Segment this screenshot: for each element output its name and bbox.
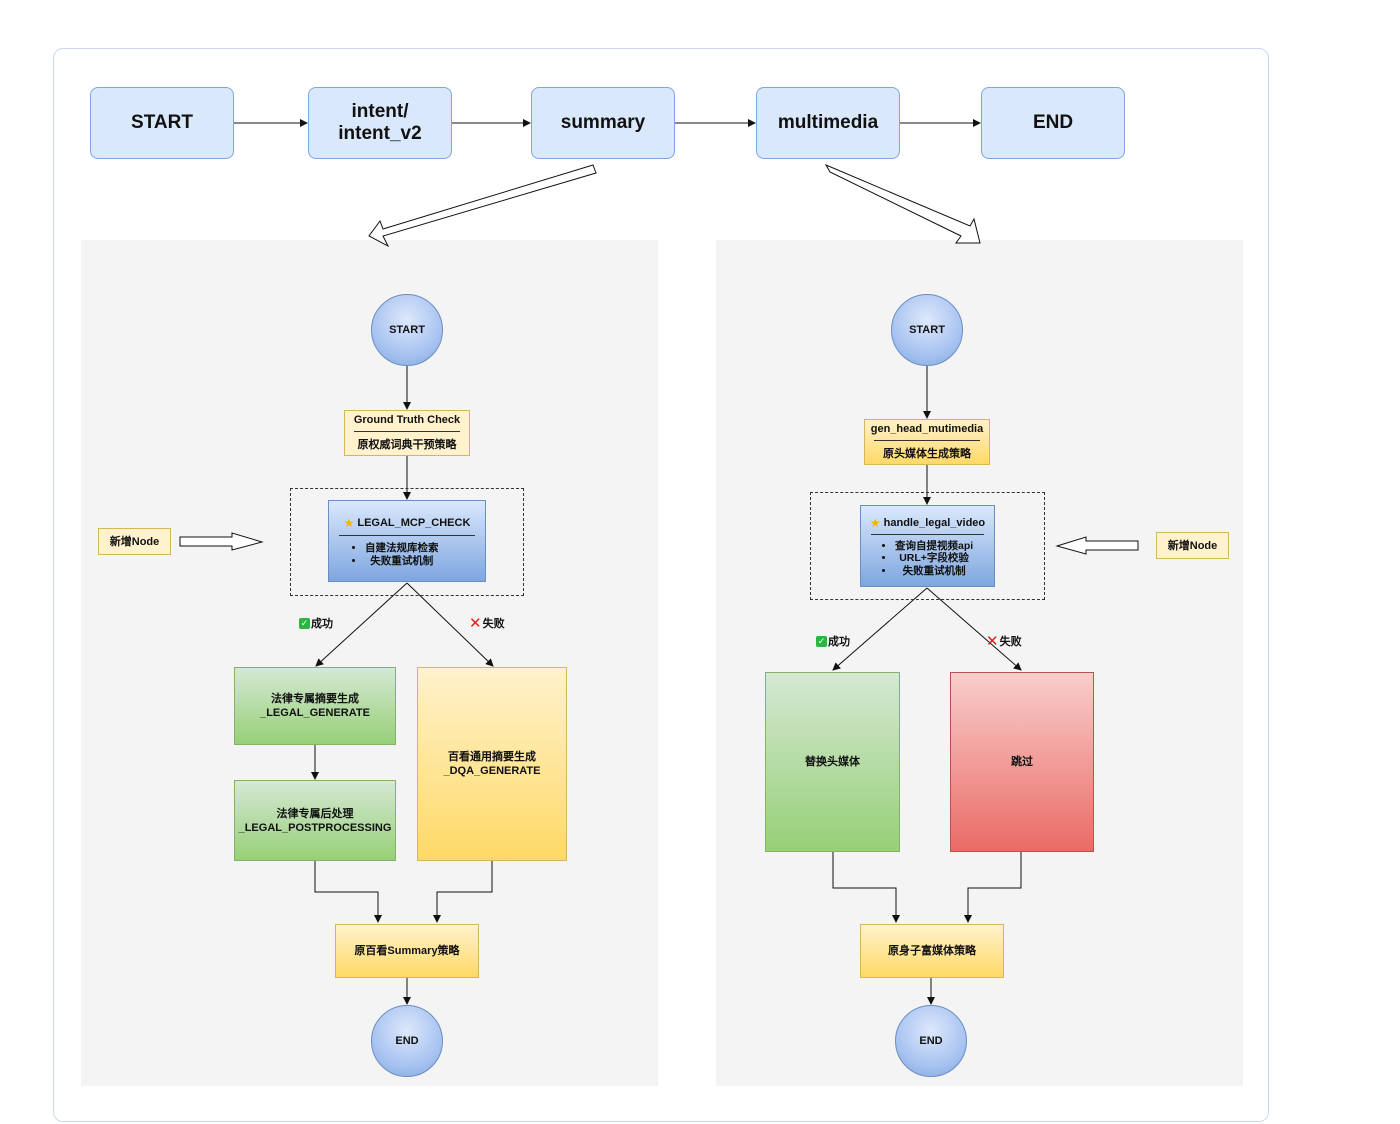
left-fail-badge: ✕失败 [469, 615, 505, 631]
expand-summary-arrow [368, 164, 597, 248]
right-end-node[interactable]: END [895, 1005, 967, 1077]
top-summary-label: summary [560, 112, 646, 133]
dqa-generate-line2: _DQA_GENERATE [443, 765, 541, 777]
legal-mcp-title-row: ★LEGAL_MCP_CHECK [344, 516, 471, 530]
top-multimedia-label: multimedia [777, 112, 879, 133]
edge-l-mcp-legal [315, 582, 408, 667]
star-icon: ★ [869, 515, 881, 530]
check-icon: ✓ [299, 617, 310, 629]
ground-truth-title: Ground Truth Check [353, 414, 461, 426]
handle-video-list: 查询自提视频api URL+字段校验 失败重试机制 [871, 540, 973, 578]
legal-mcp-title: LEGAL_MCP_CHECK [357, 517, 471, 529]
edge-l-post-summary [314, 861, 382, 923]
handle-video-divider [871, 533, 984, 535]
cross-icon: ✕ [986, 632, 999, 650]
top-end-node[interactable]: END [981, 87, 1125, 159]
left-start-node[interactable]: START [371, 294, 443, 366]
right-new-node-group [810, 492, 1045, 600]
top-summary-node[interactable]: summary [531, 87, 675, 159]
left-success-badge: ✓成功 [299, 615, 333, 631]
right-success-label: 成功 [828, 636, 850, 648]
new-node-arrow-right [1055, 536, 1139, 555]
summary-strategy-node[interactable]: 原百看Summary策略 [335, 924, 479, 978]
handle-video-title: handle_legal_video [883, 516, 986, 529]
skip-label: 跳过 [1011, 756, 1033, 768]
edge-r-handle-skip [926, 587, 1022, 671]
rich-media-strategy-label: 原身子富媒体策略 [888, 945, 976, 957]
ground-truth-subtitle: 原权威词典干预策略 [357, 439, 457, 451]
legal-post-line2: _LEGAL_POSTPROCESSING [238, 821, 392, 834]
legal-mcp-item: 自建法规库检索 [365, 542, 439, 555]
right-new-node-label: 新增Node [1167, 539, 1218, 552]
legal-generate-node[interactable]: 法律专属摘要生成 _LEGAL_GENERATE [234, 667, 396, 745]
left-end-label: END [395, 1035, 419, 1047]
right-fail-badge: ✕失败 [986, 633, 1022, 649]
top-end-label: END [1032, 112, 1074, 133]
top-multimedia-node[interactable]: multimedia [756, 87, 900, 159]
right-fail-label: 失败 [999, 636, 1022, 648]
edge-r-handle-replace [832, 587, 928, 671]
legal-mcp-item: 失败重试机制 [365, 555, 439, 568]
replace-head-media-label: 替换头媒体 [805, 756, 860, 768]
handle-video-item: 查询自提视频api [895, 540, 973, 553]
gen-head-multimedia-node[interactable]: gen_head_mutimedia 原头媒体生成策略 [864, 419, 990, 465]
summary-strategy-label: 原百看Summary策略 [354, 945, 460, 957]
legal-postprocessing-node[interactable]: 法律专属后处理 _LEGAL_POSTPROCESSING [234, 780, 396, 861]
right-success-badge: ✓成功 [816, 633, 850, 649]
legal-post-line1: 法律专属后处理 [276, 807, 354, 820]
legal-mcp-divider [339, 535, 475, 536]
diagram-frame [53, 48, 1269, 1122]
right-end-label: END [919, 1035, 943, 1047]
legal-generate-line1: 法律专属摘要生成 [271, 693, 359, 705]
edge-r-replace-rich [832, 852, 900, 923]
right-start-node[interactable]: START [891, 294, 963, 366]
top-start-node[interactable]: START [90, 87, 234, 159]
edge-l-mcp-dqa [406, 582, 494, 667]
handle-video-title-row: ★handle_legal_video [870, 516, 985, 530]
right-start-label: START [909, 324, 945, 336]
handle-video-item: URL+字段校验 [895, 552, 973, 565]
left-new-node-group [290, 488, 524, 596]
replace-head-media-node[interactable]: 替换头媒体 [765, 672, 900, 852]
cross-icon: ✕ [469, 614, 482, 632]
top-intent-node[interactable]: intent/ intent_v2 [308, 87, 452, 159]
edge-l-dqa-summary [433, 861, 493, 923]
gen-head-title: gen_head_mutimedia [870, 423, 984, 435]
left-end-node[interactable]: END [371, 1005, 443, 1077]
legal-generate-line2: _LEGAL_GENERATE [260, 707, 370, 719]
dqa-generate-line1: 百看通用摘要生成 [448, 751, 536, 763]
left-start-label: START [389, 324, 425, 336]
ground-truth-check-node[interactable]: Ground Truth Check 原权威词典干预策略 [344, 410, 470, 456]
gen-head-divider [873, 440, 981, 441]
check-icon: ✓ [816, 635, 827, 647]
gen-head-subtitle: 原头媒体生成策略 [883, 448, 971, 460]
left-new-node-tag[interactable]: 新增Node [98, 528, 171, 555]
legal-mcp-list: 自建法规库检索 失败重试机制 [339, 542, 439, 568]
left-new-node-label: 新增Node [109, 535, 160, 548]
ground-truth-divider [353, 431, 461, 432]
top-intent-label: intent/ intent_v2 [338, 101, 422, 144]
edge-r-skip-rich [964, 852, 1022, 923]
legal-mcp-check-node[interactable]: ★LEGAL_MCP_CHECK 自建法规库检索 失败重试机制 [328, 500, 486, 582]
rich-media-strategy-node[interactable]: 原身子富媒体策略 [860, 924, 1004, 978]
skip-node[interactable]: 跳过 [950, 672, 1094, 852]
new-node-arrow-left [179, 532, 264, 551]
dqa-generate-node[interactable]: 百看通用摘要生成 _DQA_GENERATE [417, 667, 567, 861]
right-new-node-tag[interactable]: 新增Node [1156, 532, 1229, 559]
expand-multimedia-arrow [824, 163, 981, 244]
handle-legal-video-node[interactable]: ★handle_legal_video 查询自提视频api URL+字段校验 失… [860, 505, 995, 587]
left-success-label: 成功 [311, 618, 333, 630]
top-start-label: START [131, 112, 193, 133]
star-icon: ★ [343, 516, 355, 530]
handle-video-item: 失败重试机制 [895, 565, 973, 578]
left-fail-label: 失败 [482, 618, 505, 630]
